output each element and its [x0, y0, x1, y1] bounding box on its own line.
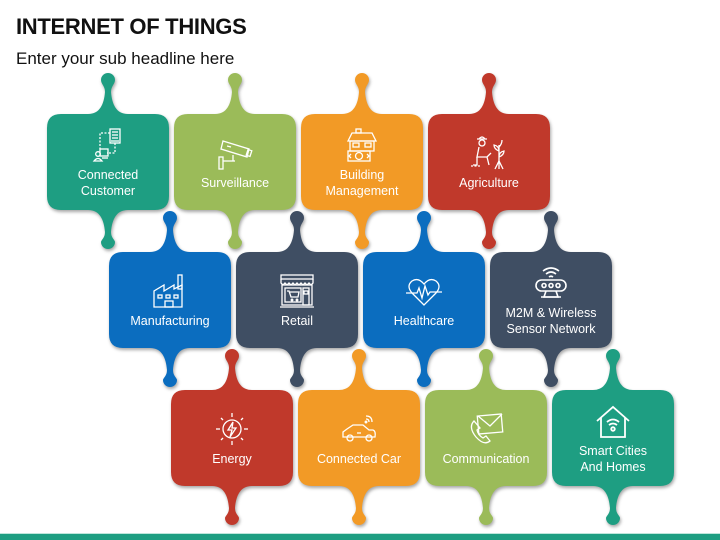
tile-label: Manufacturing — [130, 314, 210, 328]
tile-store-cart: Retail — [236, 211, 358, 387]
tile-shape — [428, 73, 550, 249]
tile-label: Energy — [212, 452, 252, 466]
tile-label: Building Management — [325, 168, 399, 198]
tile-heart-pulse: Healthcare — [363, 211, 485, 387]
page-title: INTERNET OF THINGS — [16, 14, 247, 39]
tile-smart-home-wifi: Smart Cities And Homes — [552, 349, 674, 525]
factory-icon — [153, 274, 183, 308]
tile-phone-mail: Communication — [425, 349, 547, 525]
tile-label: Healthcare — [393, 314, 455, 328]
connected-car-icon — [342, 415, 376, 442]
tile-farmer-plant: Agriculture — [428, 73, 550, 249]
tile-label: Connected Customer — [77, 168, 139, 198]
tile-connected-customer: Connected Customer — [47, 73, 169, 249]
connected-customer-icon — [92, 128, 121, 162]
store-cart-icon — [280, 274, 314, 308]
tile-cctv-camera: Surveillance — [174, 73, 296, 249]
tile-label: Connected Car — [316, 452, 402, 466]
footer-bar — [0, 534, 720, 540]
tile-label: Smart Cities And Homes — [578, 444, 648, 474]
tile-label: Surveillance — [200, 176, 270, 190]
tile-connected-car: Connected Car — [298, 349, 420, 525]
footer-divider — [0, 533, 720, 534]
tile-building-money: Building Management — [301, 73, 423, 249]
smart-home-wifi-icon — [596, 405, 630, 438]
tile-shape — [171, 349, 293, 525]
tile-label: M2M & Wireless Sensor Network — [505, 306, 597, 336]
tile-factory: Manufacturing — [109, 211, 231, 387]
cctv-camera-icon — [218, 140, 253, 170]
page-subtitle: Enter your sub headline here — [16, 49, 235, 68]
heart-pulse-icon — [406, 278, 442, 306]
tile-wireless-sensor: M2M & Wireless Sensor Network — [490, 211, 612, 387]
tile-label: Communication — [442, 452, 530, 466]
tile-shape — [109, 211, 231, 387]
tile-shape — [363, 211, 485, 387]
tile-shape — [490, 211, 612, 387]
tile-label: Agriculture — [459, 176, 519, 190]
tile-shape — [47, 73, 169, 249]
tile-sun-lightning: Energy — [171, 349, 293, 525]
tile-label: Retail — [281, 314, 313, 328]
phone-mail-icon — [470, 413, 504, 444]
wireless-sensor-icon — [535, 267, 567, 298]
farmer-plant-icon — [471, 136, 505, 170]
building-money-icon — [346, 128, 378, 162]
sun-lightning-icon — [216, 413, 248, 445]
